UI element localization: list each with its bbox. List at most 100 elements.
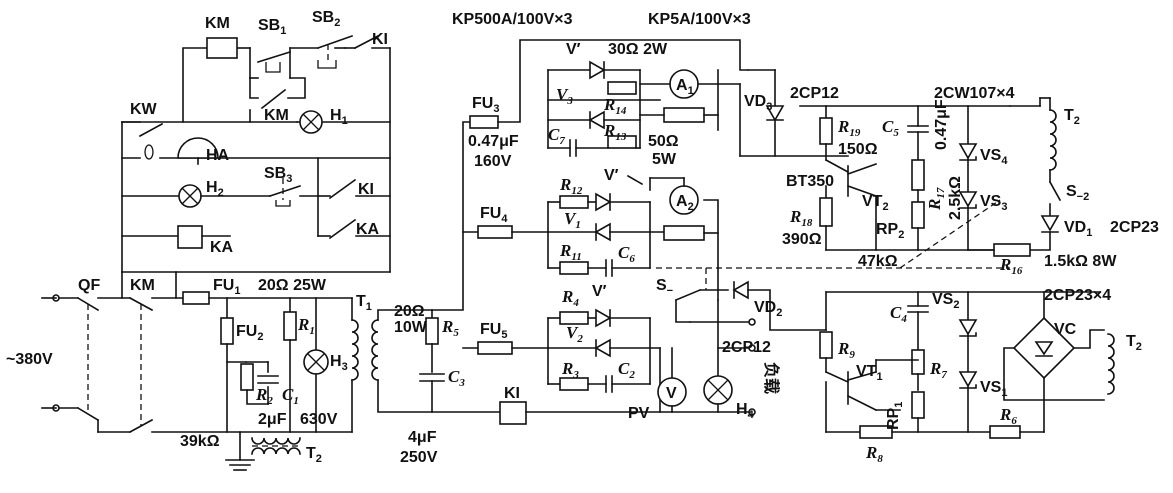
label-s-minus: S− [656,277,673,297]
km-coil [206,37,238,59]
label-r16: R16 [999,255,1023,277]
label-c1: C1 [282,385,299,407]
label-r16-val: 1.5kΩ 8W [1044,253,1117,270]
label-v2: V2 [566,323,583,345]
label-bt350: BT350 [786,173,834,190]
label-c3: C3 [448,367,465,389]
label-r4: R4 [561,287,579,309]
label-a2: A2 [676,193,694,213]
label-kp500: KP500A/100V×3 [452,11,573,28]
label-vt2: VT2 [862,193,889,213]
label-ki-coil: KI [504,385,520,402]
trigger-circuit-bottom [819,291,1115,439]
a1-shunt [663,107,705,123]
pv-symbol: V [666,385,677,402]
label-load: 负载 [762,362,781,394]
thyristor-section [371,39,1010,425]
label-vs3: VS3 [980,193,1007,213]
label-c7-val1: 0.47μF [468,133,519,150]
label-sb2: SB2 [312,9,340,29]
label-ha: HA [206,147,230,164]
label-fu5: FU5 [480,321,507,341]
label-r5-val2: 10W [394,319,428,336]
rp2-potentiometer [911,201,925,229]
label-39k: 39kΩ [180,433,220,450]
label-r5-val1: 20Ω [394,303,425,320]
label-h1: H1 [330,107,348,127]
label-r-20-25: 20Ω 25W [258,277,327,294]
label-r18: R18 [789,207,813,229]
fu5-fuse [477,341,513,355]
label-t2-bottom: T2 [306,445,322,465]
label-c5: C5 [882,117,899,139]
label-c4: C4 [890,303,907,325]
ki-coil [499,401,527,425]
label-mains: ~380V [6,351,53,368]
r1-resistor [283,311,297,341]
label-cp12-top: 2CP12 [790,85,839,102]
t2-bottom-winding [251,437,301,445]
label-vd2: VD2 [754,299,782,319]
r14-resistor [607,81,637,95]
label-c6: C6 [618,243,635,265]
r2-resistor [240,363,254,391]
t2-lower-winding [1107,333,1115,395]
label-kw: KW [130,101,158,118]
label-t2-lower: T2 [1126,333,1142,353]
t2-right-winding [1049,109,1057,171]
label-r14: R14 [603,95,627,117]
r7-resistor [911,349,925,375]
label-c2: C2 [618,359,635,381]
fu1-fuse [182,291,210,305]
label-47k: 47kΩ [858,253,898,270]
label-c7: C7 [548,125,565,147]
label-ki-top: KI [372,31,388,48]
label-pv: PV [628,405,650,422]
label-vprime-top: V′ [566,41,581,58]
r19-resistor [819,117,833,145]
fu4-fuse [477,225,513,239]
label-fu1: FU1 [213,277,240,297]
a2-shunt [663,225,705,241]
label-km-lamp: KM [264,107,289,124]
label-r2: R2 [255,385,273,407]
labels: KP500A/100V×3 KP5A/100V×3 KM SB1 SB2 KI … [6,9,1159,466]
label-r5: R5 [441,317,459,339]
label-630v: 630V [300,411,338,428]
label-kp5: KP5A/100V×3 [648,11,751,28]
label-r50-1: 50Ω [648,133,679,150]
label-km-main: KM [130,277,155,294]
label-vt1: VT1 [856,363,883,383]
label-c5-val: 0.47μF [933,99,950,150]
label-h2: H2 [206,179,224,199]
r11-resistor [559,261,589,275]
label-sb1: SB1 [258,17,286,37]
label-r30: 30Ω 2W [608,41,668,58]
label-r6: R6 [999,405,1017,427]
label-vprime-low: V′ [592,283,607,300]
label-fu4: FU4 [480,205,508,225]
fu3-fuse [469,115,499,129]
label-h4: H4 [736,401,755,421]
label-fu2: FU2 [236,323,263,343]
label-a1: A1 [676,77,694,97]
label-r8: R8 [865,443,883,465]
label-c7-val2: 160V [474,153,512,170]
rp1-potentiometer [911,391,925,419]
label-ka-coil: KA [210,239,234,256]
label-fu3: FU3 [472,95,499,115]
label-km-coil: KM [205,15,230,32]
label-cp23: 2CP23 [1110,219,1159,236]
r5-resistor [425,317,439,345]
label-sb3: SB3 [264,165,292,185]
label-vd3: VD3 [744,93,772,113]
r6-resistor [989,425,1021,439]
label-vs2: VS2 [932,291,959,311]
fu2-fuse [220,317,234,345]
label-vd1: VD1 [1064,219,1092,239]
t1-primary [351,319,359,381]
label-r390: 390Ω [782,231,822,248]
ka-coil [177,225,203,249]
label-vprime-mid: V′ [604,167,619,184]
